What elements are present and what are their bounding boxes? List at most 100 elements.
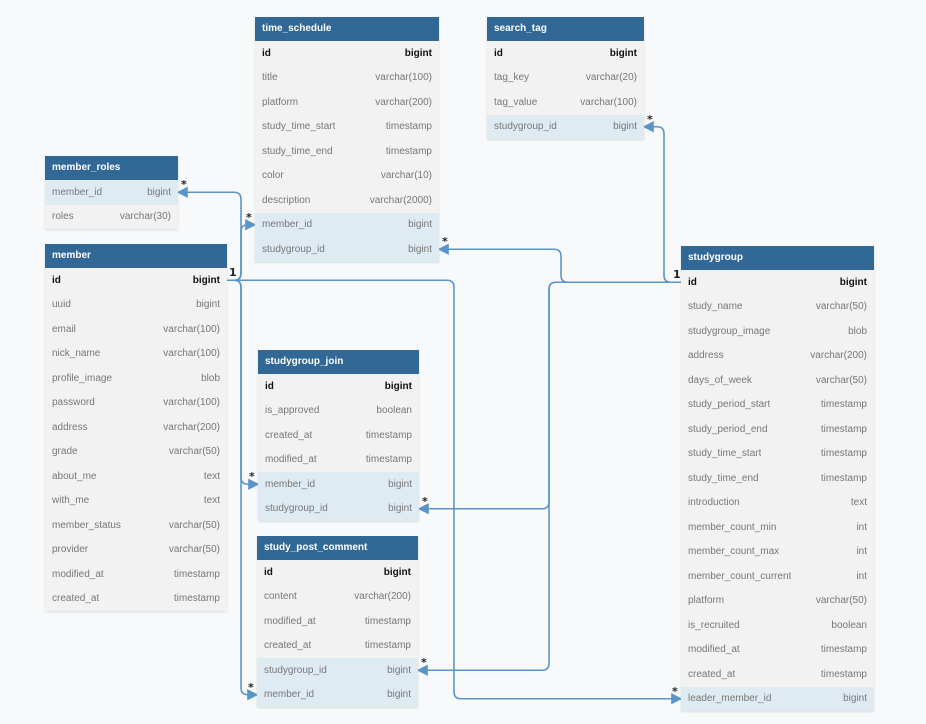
table-header[interactable]: studygroup [681,246,874,270]
field-name: address [688,350,724,362]
field-type: varchar(100) [375,72,432,84]
table-header[interactable]: member [45,244,227,268]
relationship-line-study-post-comment-member-id[interactable] [227,279,259,701]
field-type: text [203,495,220,507]
table-header[interactable]: member_roles [45,156,178,180]
field-name: study_name [688,301,743,313]
table-header[interactable]: studygroup_join [258,350,419,374]
cardinality-one-mark: 1 [673,268,681,282]
field-type: text [850,497,867,509]
relationship-line-studygroup-join-studygroup-id[interactable] [417,281,681,515]
field-type: varchar(200) [375,96,432,108]
field-name: about_me [52,470,97,482]
field-name: tag_value [494,96,538,108]
field-name: grade [52,446,78,458]
relationship-line-study-post-comment-studygroup-id[interactable] [416,281,681,676]
field-type: timestamp [820,423,867,435]
field-name: password [52,397,95,409]
field-type: bigint [609,47,637,59]
relationship-line-time-schedule-studygroup-id[interactable] [437,243,681,284]
field-name: title [262,72,278,84]
field-name: is_recruited [688,619,740,631]
table-header[interactable]: time_schedule [255,17,439,41]
cardinality-many-mark: * [246,210,252,224]
relationship-line-studygroup-join-member-id[interactable] [227,279,260,490]
table-header[interactable]: study_post_comment [257,536,418,560]
field-name: member_id [265,478,316,490]
field-name: member_count_max [688,546,780,558]
table-header[interactable]: search_tag [487,17,644,41]
field-row-title[interactable]: title varchar(100) [255,66,439,91]
field-name: nick_name [52,348,101,360]
field-type: varchar(50) [815,595,867,607]
relationship-line-search-tag-studygroup-id[interactable] [642,121,681,284]
